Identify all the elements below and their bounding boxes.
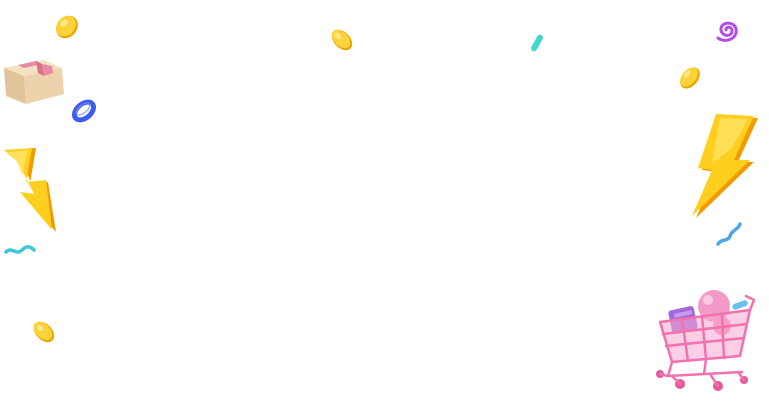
shopping-cart-icon (650, 284, 758, 394)
lightning-bolt-icon (2, 146, 60, 238)
squiggle-icon (714, 220, 744, 248)
squiggle-icon (4, 244, 36, 258)
confetti-piece-icon (528, 32, 546, 54)
package-box-icon (0, 54, 68, 108)
coin-icon (676, 64, 704, 92)
ring-icon (70, 97, 98, 125)
coin-icon (54, 14, 80, 40)
lightning-bolt-icon (688, 112, 760, 222)
coin-icon (30, 318, 58, 346)
spiral-icon (712, 14, 742, 46)
coin-icon (328, 26, 356, 54)
